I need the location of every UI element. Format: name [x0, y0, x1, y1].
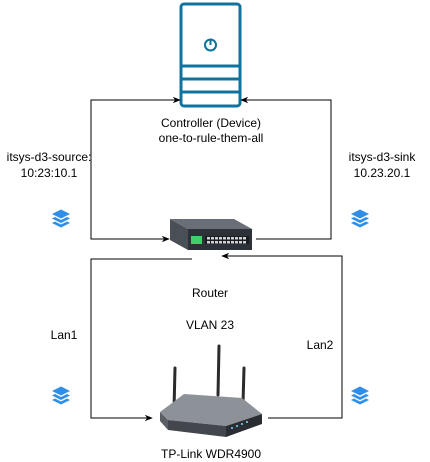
switch-label: Router — [191, 286, 229, 300]
source-ip: 10:23:10.1 — [20, 166, 78, 180]
controller-name: one-to-rule-them-all — [158, 131, 264, 145]
link-switch-controller-left[interactable] — [90, 96, 181, 243]
wireless-router-label: TP-Link WDR4900 — [160, 447, 262, 461]
layers-icon — [351, 386, 369, 405]
lan1-label: Lan1 — [50, 328, 78, 342]
source-name: itsys-d3-source: — [6, 150, 92, 164]
network-switch-icon[interactable] — [170, 219, 252, 250]
server-icon[interactable] — [179, 2, 242, 108]
lan2-label: Lan2 — [306, 338, 334, 352]
wireless-router-icon[interactable] — [160, 344, 262, 437]
vlan-label: VLAN 23 — [185, 318, 235, 332]
connector-lines — [90, 96, 343, 422]
link-switch-controller-right[interactable] — [240, 96, 332, 240]
sink-ip: 10.23.20.1 — [353, 166, 411, 180]
link-lan1[interactable] — [90, 258, 192, 422]
layers-icon — [52, 209, 70, 228]
sink-name: itsys-d3-sink — [348, 150, 416, 164]
layers-icon — [52, 386, 70, 405]
link-lan2[interactable] — [221, 252, 343, 419]
layers-icon — [351, 209, 369, 228]
controller-title: Controller (Device) — [160, 116, 262, 130]
